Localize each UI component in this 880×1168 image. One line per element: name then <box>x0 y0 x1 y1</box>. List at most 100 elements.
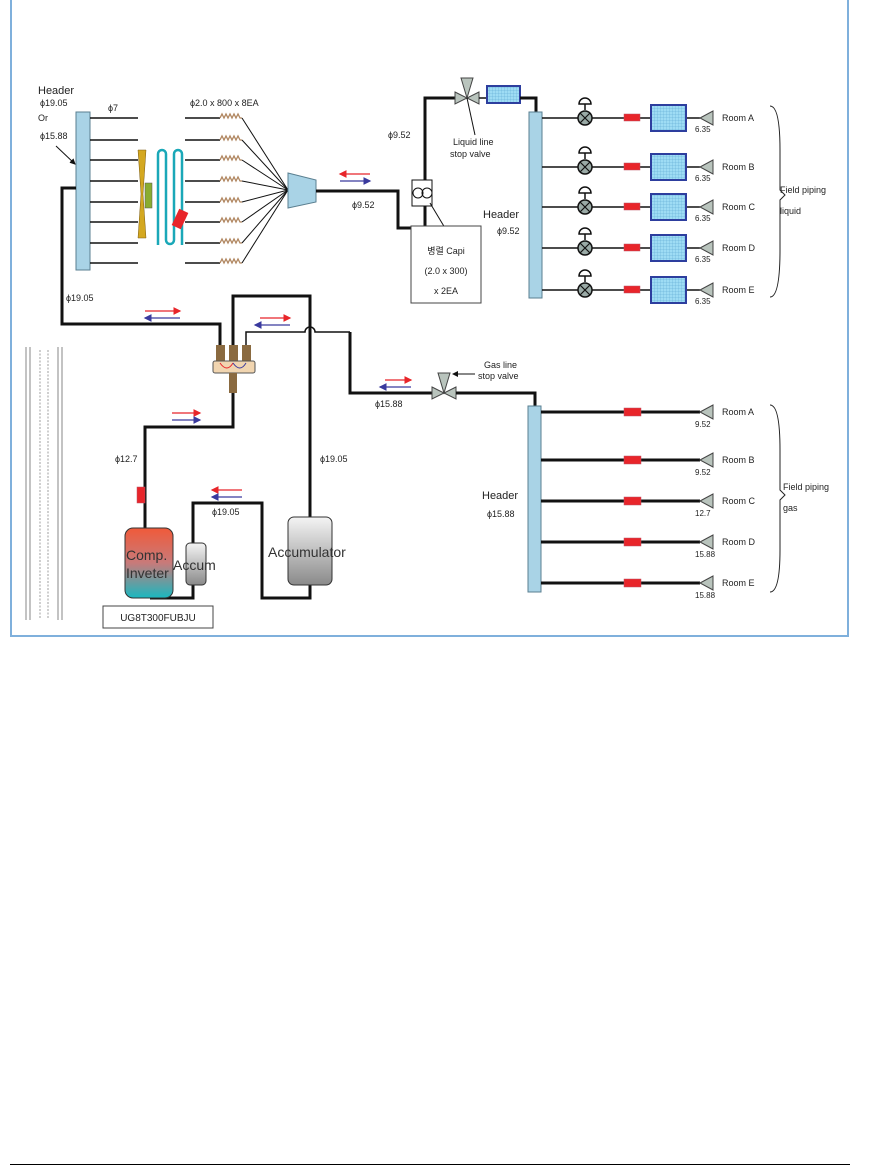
dimension-label: ϕ15.88 <box>375 399 403 409</box>
pipe <box>456 391 537 406</box>
capillary-icon <box>219 237 242 245</box>
brace <box>769 105 786 298</box>
flare-connector-icon[interactable] <box>698 575 714 591</box>
dimension-label: 6.35 <box>695 174 711 183</box>
diagram-frame <box>10 0 849 637</box>
sensor-icon <box>623 496 642 506</box>
dimension-label: 6.35 <box>695 255 711 264</box>
liquid-header <box>528 111 543 299</box>
expansion-valve-actuator-icon <box>578 269 592 282</box>
gas-line-stop-valve[interactable] <box>431 372 457 400</box>
or-label: Or <box>38 113 48 123</box>
gas-link-pipe <box>245 326 350 345</box>
flare-connector-icon[interactable] <box>698 240 714 256</box>
dimension-label: ϕ12.7 <box>115 454 138 464</box>
model-box: UG8T300FUBJU <box>102 605 214 629</box>
rotated-margin-text <box>25 347 63 620</box>
dimension-label: 6.35 <box>695 214 711 223</box>
heat-exchanger-tubes <box>90 112 289 265</box>
dimension-label: 15.88 <box>695 550 716 559</box>
svg-text:Accum: Accum <box>173 557 216 573</box>
brace-label: Field piping <box>783 482 829 492</box>
gas-branch-room: Room D 15.88 <box>541 534 756 559</box>
dimension-label: 12.7 <box>695 509 711 518</box>
capillary-tube <box>241 189 289 223</box>
pipe <box>520 96 538 112</box>
pointer-line <box>466 97 476 136</box>
dimension-label: 9.52 <box>695 420 711 429</box>
gas-header <box>527 405 542 593</box>
svg-text:Accumulator: Accumulator <box>268 544 346 560</box>
gas-branch-room: Room A 9.52 <box>541 404 754 429</box>
capillary-icon <box>219 112 242 120</box>
outdoor-header: Header ϕ19.05 Or ϕ15.88 ϕ7 ϕ2.0 x 800 x … <box>38 85 259 271</box>
expansion-valve-actuator-icon <box>578 186 592 199</box>
flare-connector-icon[interactable] <box>698 199 714 215</box>
discharge-pipe <box>143 393 235 528</box>
capillary-tube <box>241 139 289 191</box>
capillary-icon <box>219 196 242 204</box>
svg-text:x 2EA: x 2EA <box>434 286 458 296</box>
pointer-line <box>429 202 446 229</box>
sensor-icon <box>623 243 641 252</box>
flare-connector-icon[interactable] <box>698 534 714 550</box>
accumulator: Accumulator <box>268 516 346 586</box>
flare-connector-icon[interactable] <box>698 452 714 468</box>
flare-connector-icon[interactable] <box>698 282 714 298</box>
capillary-icon <box>219 175 242 183</box>
header-label: Header <box>483 209 519 221</box>
flare-connector-icon[interactable] <box>698 493 714 509</box>
svg-text:UG8T300FUBJU: UG8T300FUBJU <box>120 613 196 624</box>
room-label: Room C <box>722 202 756 212</box>
capillary-icon <box>219 154 242 162</box>
room-label: Room E <box>722 285 755 295</box>
svg-text:병렬 Capi: 병렬 Capi <box>427 246 465 256</box>
sensor-icon <box>623 455 642 465</box>
sensor-icon <box>623 578 642 588</box>
strainer-icon <box>650 104 687 132</box>
dimension-label: ϕ9.52 <box>388 130 411 140</box>
flare-connector-icon[interactable] <box>698 110 714 126</box>
valve-label: stop valve <box>450 149 491 159</box>
distributor <box>287 172 317 209</box>
liquid-branch-room: Room D6.35 <box>542 227 756 264</box>
brace-label: liquid <box>780 206 801 216</box>
sensor-icon <box>623 537 642 547</box>
accumulator-link-pipe <box>150 501 312 600</box>
flare-connector-icon[interactable] <box>698 159 714 175</box>
dimension-label: 9.52 <box>695 468 711 477</box>
dimension-label: ϕ19.05 <box>40 98 68 108</box>
sensor-icon <box>623 202 641 211</box>
valve-label: Gas line <box>484 360 517 370</box>
flow-arrows <box>143 307 413 501</box>
sensor-icon <box>623 285 641 294</box>
fan-icon <box>137 149 153 239</box>
expansion-valve-actuator-icon <box>578 146 592 159</box>
valve-label: stop valve <box>478 371 519 381</box>
pointer-arrow-icon <box>55 145 76 165</box>
sensor-icon <box>623 113 641 122</box>
brace <box>769 404 786 593</box>
gas-main-pipe <box>348 332 432 395</box>
room-label: Room E <box>722 578 755 588</box>
strainer-icon <box>650 276 687 304</box>
room-label: Room A <box>722 113 754 123</box>
capillary-tube <box>241 117 289 191</box>
liquid-branch-room: Room C 6.35 <box>542 186 756 223</box>
small-accumulator: Accum <box>173 542 216 586</box>
brace-label: Field piping <box>780 185 826 195</box>
accumulator-inlet-pipe <box>231 294 312 517</box>
flare-connector-icon[interactable] <box>698 404 714 420</box>
gas-branch-room: Room E 15.88 <box>541 575 755 600</box>
room-label: Room D <box>722 537 756 547</box>
room-label: Room A <box>722 407 754 417</box>
coil-icon <box>156 148 189 246</box>
gas-branch-room: Room C12.7 <box>541 493 756 518</box>
capillary-tube <box>241 159 289 191</box>
expansion-valve-actuator-icon <box>578 227 592 240</box>
dimension-label: 6.35 <box>695 297 711 306</box>
dimension-label: 15.88 <box>695 591 716 600</box>
dimension-label: ϕ15.88 <box>40 131 68 141</box>
